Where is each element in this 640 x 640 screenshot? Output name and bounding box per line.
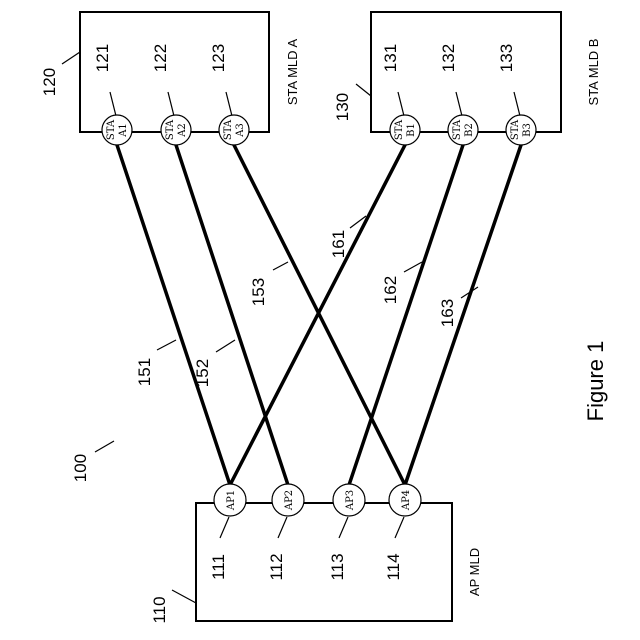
link-151	[117, 145, 230, 485]
sta-a2-line2: A2	[177, 123, 188, 138]
link-163	[405, 145, 521, 485]
sta-b2-ref: 132	[439, 44, 458, 72]
ap-mld-box	[196, 503, 452, 621]
sta-mld-a-leader	[62, 52, 80, 64]
ap2-name: AP2	[284, 490, 295, 511]
ap4-leader	[395, 517, 404, 538]
link-153-leader	[273, 262, 288, 270]
link-161-ref: 161	[329, 230, 348, 258]
link-151-leader	[157, 340, 176, 350]
ap3-ref: 113	[328, 553, 347, 580]
link-labels: 151 152 153 161 162 163	[135, 216, 478, 387]
sta-b3-ref: 133	[497, 44, 516, 72]
sta-a2-ref: 122	[151, 44, 170, 72]
sta-a2-line1: STA	[165, 119, 176, 140]
sta-mld-a-ref: 120	[40, 68, 59, 96]
ap-mld-ref: 110	[150, 596, 169, 623]
ap2-ref: 112	[267, 553, 286, 580]
system-ref: 100	[71, 454, 90, 482]
sta-mld-b: STA MLD B 130 131 STA B1 132 STA B2 133 …	[333, 12, 601, 145]
link-152-ref: 152	[193, 359, 212, 387]
sta-mld-a: STA MLD A 120 121 STA A1 122 STA A2 123 …	[40, 12, 300, 145]
sta-b3-line1: STA	[510, 119, 521, 140]
link-153-ref: 153	[249, 278, 268, 306]
ap-mld: AP MLD 110 AP1 111 AP2 112 AP3 113 AP4 1…	[150, 484, 482, 624]
sta-b1-line1: STA	[394, 119, 405, 140]
ap4-ref: 114	[384, 553, 403, 580]
ap-mld-leader	[172, 590, 196, 603]
sta-mld-b-leader	[356, 84, 371, 96]
figure-caption: Figure 1	[583, 341, 608, 422]
ap1-name: AP1	[226, 490, 237, 511]
sta-b1-ref: 131	[381, 44, 400, 72]
sta-mld-b-ref: 130	[333, 93, 352, 121]
sta-a1-line2: A1	[118, 123, 129, 138]
sta-mld-b-label: STA MLD B	[586, 39, 601, 106]
sta-b2-line1: STA	[452, 119, 463, 140]
link-152-leader	[216, 340, 235, 352]
link-162-ref: 162	[381, 276, 400, 304]
ap4-name: AP4	[401, 490, 412, 511]
ap3-leader	[339, 517, 348, 538]
sta-a1-leader	[110, 92, 116, 116]
ap1-leader	[220, 517, 229, 538]
ap2-leader	[278, 517, 287, 538]
link-152	[176, 145, 288, 485]
sta-a3-line1: STA	[223, 119, 234, 140]
sta-mld-a-label: STA MLD A	[285, 39, 300, 106]
sta-b2-leader	[456, 92, 462, 116]
sta-b1-leader	[398, 92, 404, 116]
sta-a1-line1: STA	[106, 119, 117, 140]
sta-a3-leader	[226, 92, 232, 116]
sta-a2-leader	[168, 92, 174, 116]
sta-a3-ref: 123	[209, 44, 228, 72]
sta-a1-ref: 121	[93, 44, 112, 72]
ap-mld-label: AP MLD	[467, 548, 482, 596]
link-151-ref: 151	[135, 358, 154, 386]
links	[117, 145, 521, 485]
sta-b3-line2: B3	[522, 123, 533, 137]
sta-b3-leader	[514, 92, 520, 116]
system-ref-leader	[95, 441, 114, 452]
link-163-ref: 163	[438, 299, 457, 327]
sta-b1-line2: B1	[406, 123, 417, 137]
sta-b2-line2: B2	[464, 123, 475, 137]
sta-a3-line2: A3	[235, 123, 246, 138]
ap1-ref: 111	[209, 554, 228, 580]
ap3-name: AP3	[345, 490, 356, 511]
